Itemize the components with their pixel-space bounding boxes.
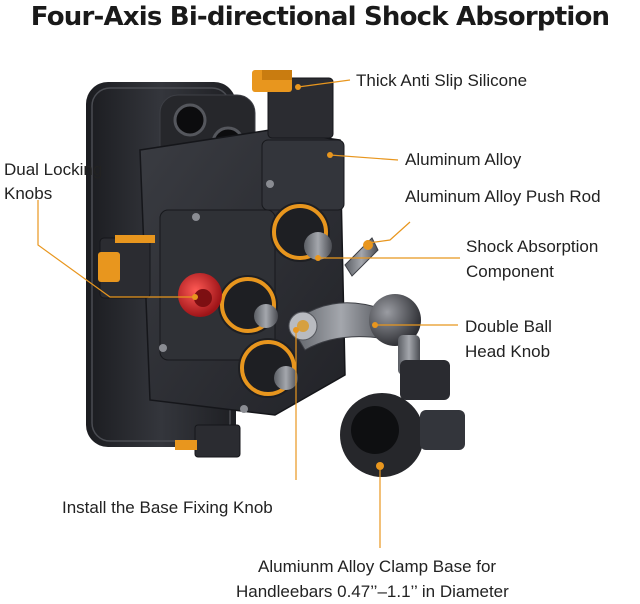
left-clamp [98,235,155,299]
label-aluminum-alloy-push-rod: Aluminum Alloy Push Rod [405,187,601,206]
label-aluminum-alloy: Aluminum Alloy [405,150,522,169]
dot-push-rod [365,240,371,246]
dot-base-fixing-knob [293,327,299,333]
bottom-clamp [175,424,241,458]
callout-dots [192,84,383,469]
page-title: Four-Axis Bi-directional Shock Absorptio… [30,2,610,32]
push-rod [344,237,379,277]
label-double-ball-line2: Head Knob [465,342,551,361]
leader-aluminum-alloy [329,154,399,161]
label-double-ball-line1: Double Ball [465,317,552,336]
holder-body [139,129,346,416]
leader-thick-anti-slip [297,79,351,88]
dot-double-ball [372,322,378,328]
leader-dual-locking-knobs [37,200,195,298]
handlebar-clamp-base [340,360,465,477]
dot-clamp-base [377,463,383,469]
label-shock-absorption-line1: Shock Absorption [466,237,599,256]
callout-leaders [37,79,460,548]
dot-locking-knob [192,294,198,300]
label-clamp-base-line1: Alumiunm Alloy Clamp Base for [258,557,497,576]
label-clamp-base-line2: Handleebars 0.47’’–1.1’’ in Diameter [236,582,509,601]
shock-absorber-cylinders [218,202,332,398]
top-clamp [252,70,334,139]
red-locking-knob [178,273,222,317]
label-dual-locking-knobs-line1: Dual Locking [4,160,103,179]
dot-shock-absorption [315,255,321,261]
label-dual-locking-knobs-line2: Knobs [4,184,53,203]
leader-push-rod [367,221,411,244]
label-install-base-fixing-knob: Install the Base Fixing Knob [62,498,273,517]
label-shock-absorption-line2: Component [466,262,554,281]
dot-aluminum-alloy [327,152,333,158]
label-thick-anti-slip-silicone: Thick Anti Slip Silicone [356,71,528,90]
dot-anti-slip [295,84,301,90]
